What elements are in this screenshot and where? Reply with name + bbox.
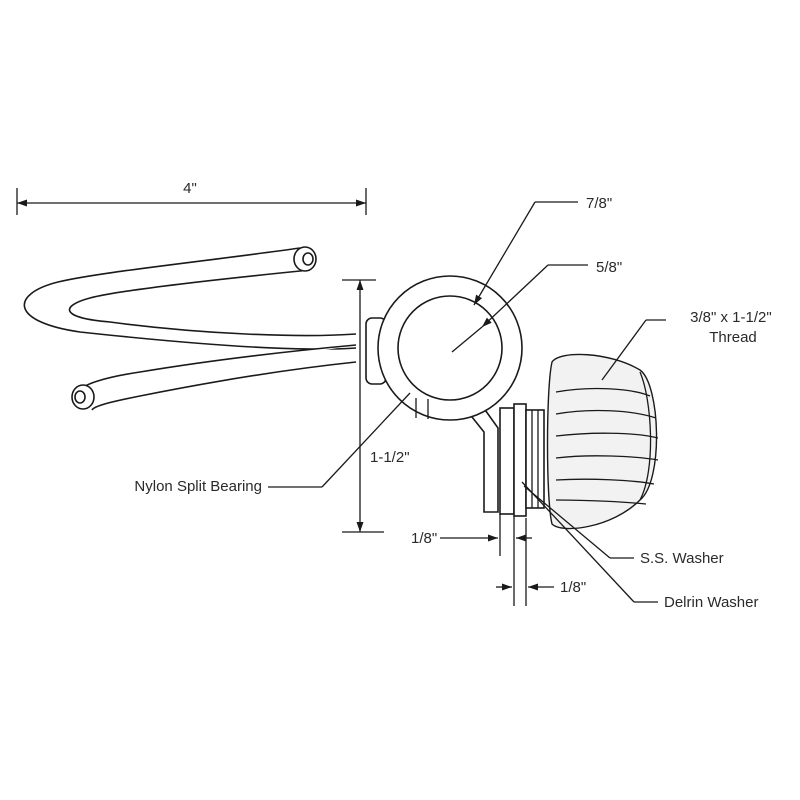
ss-washer	[499, 407, 515, 515]
callout-thread: 3/8" x 1-1/2" Thread	[601, 309, 776, 381]
dim-label-ss-washer: 1/8"	[411, 530, 437, 547]
dim-label-height: 1-1/2"	[370, 449, 410, 466]
threaded-knob	[525, 353, 659, 530]
delrin-washer	[513, 403, 527, 517]
dim-label-outer-diameter: 7/8"	[586, 195, 612, 212]
dim-inner-diameter: 5/8"	[451, 259, 622, 353]
callout-delrin-washer-text: Delrin Washer	[664, 594, 758, 611]
dim-outer-diameter: 7/8"	[473, 195, 612, 306]
dim-overall-length: 4"	[16, 180, 367, 215]
callout-thread-line-2: Thread	[709, 329, 757, 346]
callout-bearing-text: Nylon Split Bearing	[134, 478, 262, 495]
callout-ss-washer-text: S.S. Washer	[640, 550, 724, 567]
dim-label-4in: 4"	[183, 180, 197, 197]
dim-height: 1-1/2"	[342, 279, 410, 533]
dim-label-inner-diameter: 5/8"	[596, 259, 622, 276]
nylon-split-bearing	[365, 275, 523, 513]
dim-ss-washer: 1/8"	[411, 514, 532, 556]
callout-thread-text: 3/8" x 1-1/2" Thread	[690, 309, 776, 346]
callout-delrin-washer: Delrin Washer	[521, 481, 758, 611]
callout-thread-line-1: 3/8" x 1-1/2"	[690, 309, 772, 326]
dim-label-delrin-washer: 1/8"	[560, 579, 586, 596]
callout-bearing: Nylon Split Bearing	[134, 392, 411, 495]
callout-ss-washer: S.S. Washer	[523, 485, 724, 567]
dim-delrin-washer: 1/8"	[496, 518, 586, 606]
bent-rod	[23, 246, 357, 411]
